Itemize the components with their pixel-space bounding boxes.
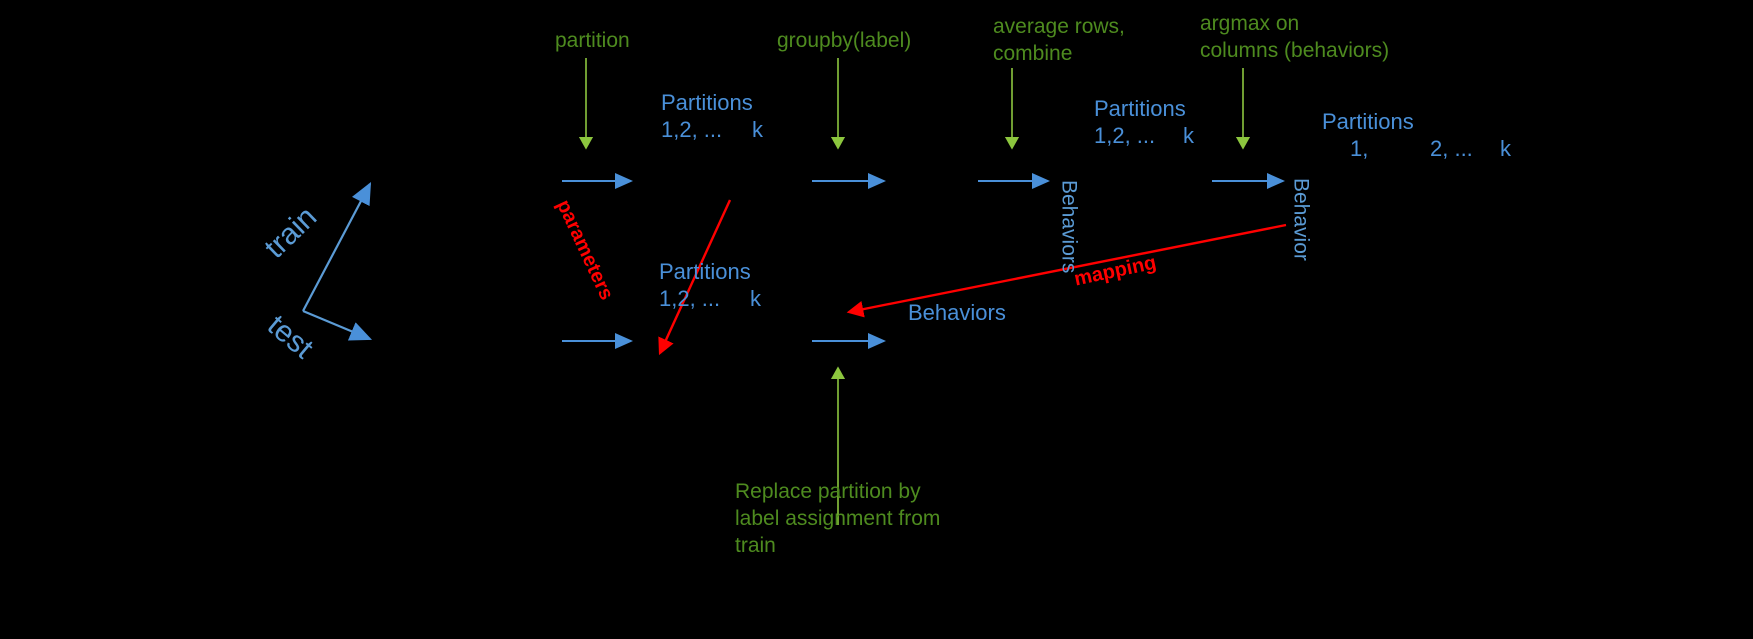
annotation-average-rows-line1: average rows, [993,15,1125,38]
test-partitions-k: k [750,286,761,311]
annotation-replace-line3: train [735,534,776,557]
combined-partitions-header: Partitions [1094,96,1186,121]
annotation-groupby: groupby(label) [777,29,912,52]
behavior-axis-label: Behavior [1289,178,1313,261]
behaviors-label: Behaviors [908,300,1006,325]
combined-partitions-items: 1,2, ... [1094,123,1156,148]
annotation-argmax-line2: columns (behaviors) [1200,39,1390,62]
mapping-arrow-label: mapping [1072,251,1159,291]
annotation-replace-line1: Replace partition by [735,480,921,503]
train-label: train [258,200,324,265]
parameters-arrow-label: parameters [552,196,618,304]
test-partitions-header: Partitions [659,259,751,284]
train-partitions-items: 1,2, ... [661,117,723,142]
combined-partitions-k: k [1183,123,1194,148]
final-partitions-item1: 1, [1350,136,1369,161]
final-partitions-header: Partitions [1322,109,1414,134]
train-partitions-k: k [752,117,763,142]
annotation-argmax-line1: argmax on [1200,12,1300,35]
test-label: test [261,308,320,366]
annotation-replace-line2: label assignment from [735,507,941,530]
annotation-partition: partition [555,29,630,52]
train-test-split-arrows [302,182,373,341]
test-partitions-items: 1,2, ... [659,286,721,311]
train-partitions-header: Partitions [661,90,753,115]
annotation-average-rows-line2: combine [993,42,1073,65]
red-relation-arrows [658,199,1287,356]
final-partitions-item2: 2, ... [1430,136,1473,161]
final-partitions-k: k [1500,136,1511,161]
behaviors-axis-label: Behaviors [1057,180,1081,274]
